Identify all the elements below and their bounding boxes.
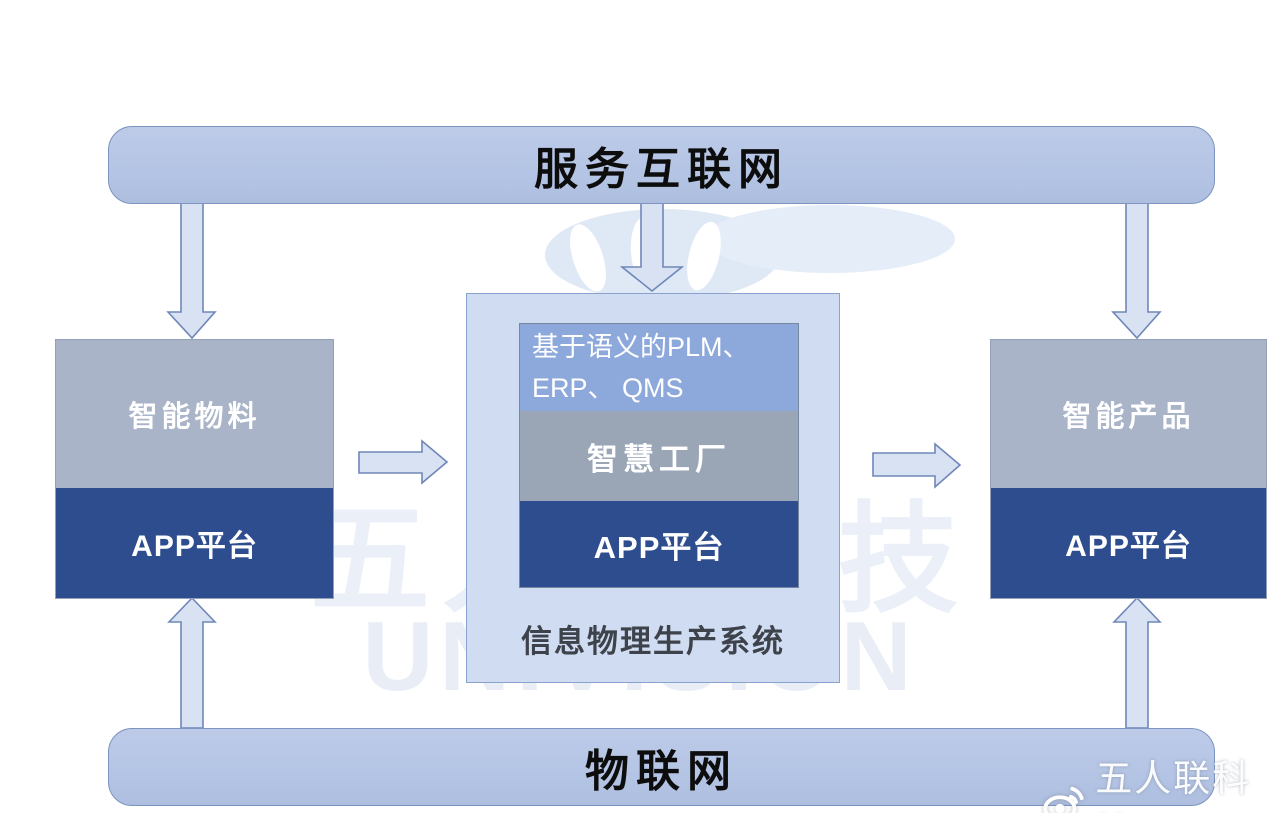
logo-watermark bbox=[545, 205, 955, 305]
smart-product-app-label: APP平台 bbox=[1065, 530, 1192, 563]
logo-watermark-halo bbox=[705, 205, 955, 273]
smart-material-label: 智能物料 bbox=[128, 401, 261, 433]
arrow-iot-to-material-icon bbox=[167, 596, 217, 729]
smart-product-section: 智能产品 bbox=[991, 340, 1266, 488]
weibo-icon bbox=[1043, 786, 1084, 813]
semantic-line1: 基于语义的PLM、 bbox=[532, 332, 750, 362]
smart-material-box: 智能物料 APP平台 bbox=[55, 339, 334, 599]
smart-material-app-label: APP平台 bbox=[131, 530, 258, 563]
smart-material-section: 智能物料 bbox=[56, 340, 333, 488]
cyber-physical-caption: 信息物理生产系统 bbox=[521, 624, 785, 659]
arrow-service-to-factory-icon bbox=[619, 202, 685, 293]
arrow-factory-to-product-icon bbox=[872, 442, 962, 489]
smart-factory-label: 智慧工厂 bbox=[587, 441, 731, 477]
factory-app-label: APP平台 bbox=[593, 529, 725, 565]
semantic-line2: ERP、 QMS bbox=[532, 373, 684, 403]
iot-bar: 物联网 bbox=[108, 728, 1215, 806]
weibo-brand-text: 五人联科技 bbox=[1095, 758, 1252, 813]
arrow-service-to-material-icon bbox=[166, 202, 217, 340]
semantic-plm-erp-qms-section: 基于语义的PLM、 ERP、 QMS bbox=[520, 324, 798, 411]
arrow-iot-to-product-icon bbox=[1112, 596, 1162, 729]
factory-app-section: APP平台 bbox=[520, 501, 798, 587]
service-internet-bar: 服务互联网 bbox=[108, 126, 1215, 204]
smart-product-box: 智能产品 APP平台 bbox=[990, 339, 1267, 599]
weibo-brand-badge: 五人联科技 bbox=[1040, 748, 1280, 813]
smart-product-app-section: APP平台 bbox=[991, 488, 1266, 598]
factory-stack: 基于语义的PLM、 ERP、 QMS 智慧工厂 APP平台 bbox=[519, 323, 799, 588]
smart-factory-section: 智慧工厂 bbox=[520, 411, 798, 501]
smart-material-app-section: APP平台 bbox=[56, 488, 333, 598]
cyber-physical-panel: 基于语义的PLM、 ERP、 QMS 智慧工厂 APP平台 信息物理生产系统 bbox=[466, 293, 840, 683]
smart-product-label: 智能产品 bbox=[1062, 401, 1195, 433]
arrow-material-to-factory-icon bbox=[358, 439, 449, 485]
service-internet-label: 服务互联网 bbox=[534, 145, 789, 194]
iot-label: 物联网 bbox=[585, 747, 738, 796]
arrow-service-to-product-icon bbox=[1111, 202, 1162, 340]
